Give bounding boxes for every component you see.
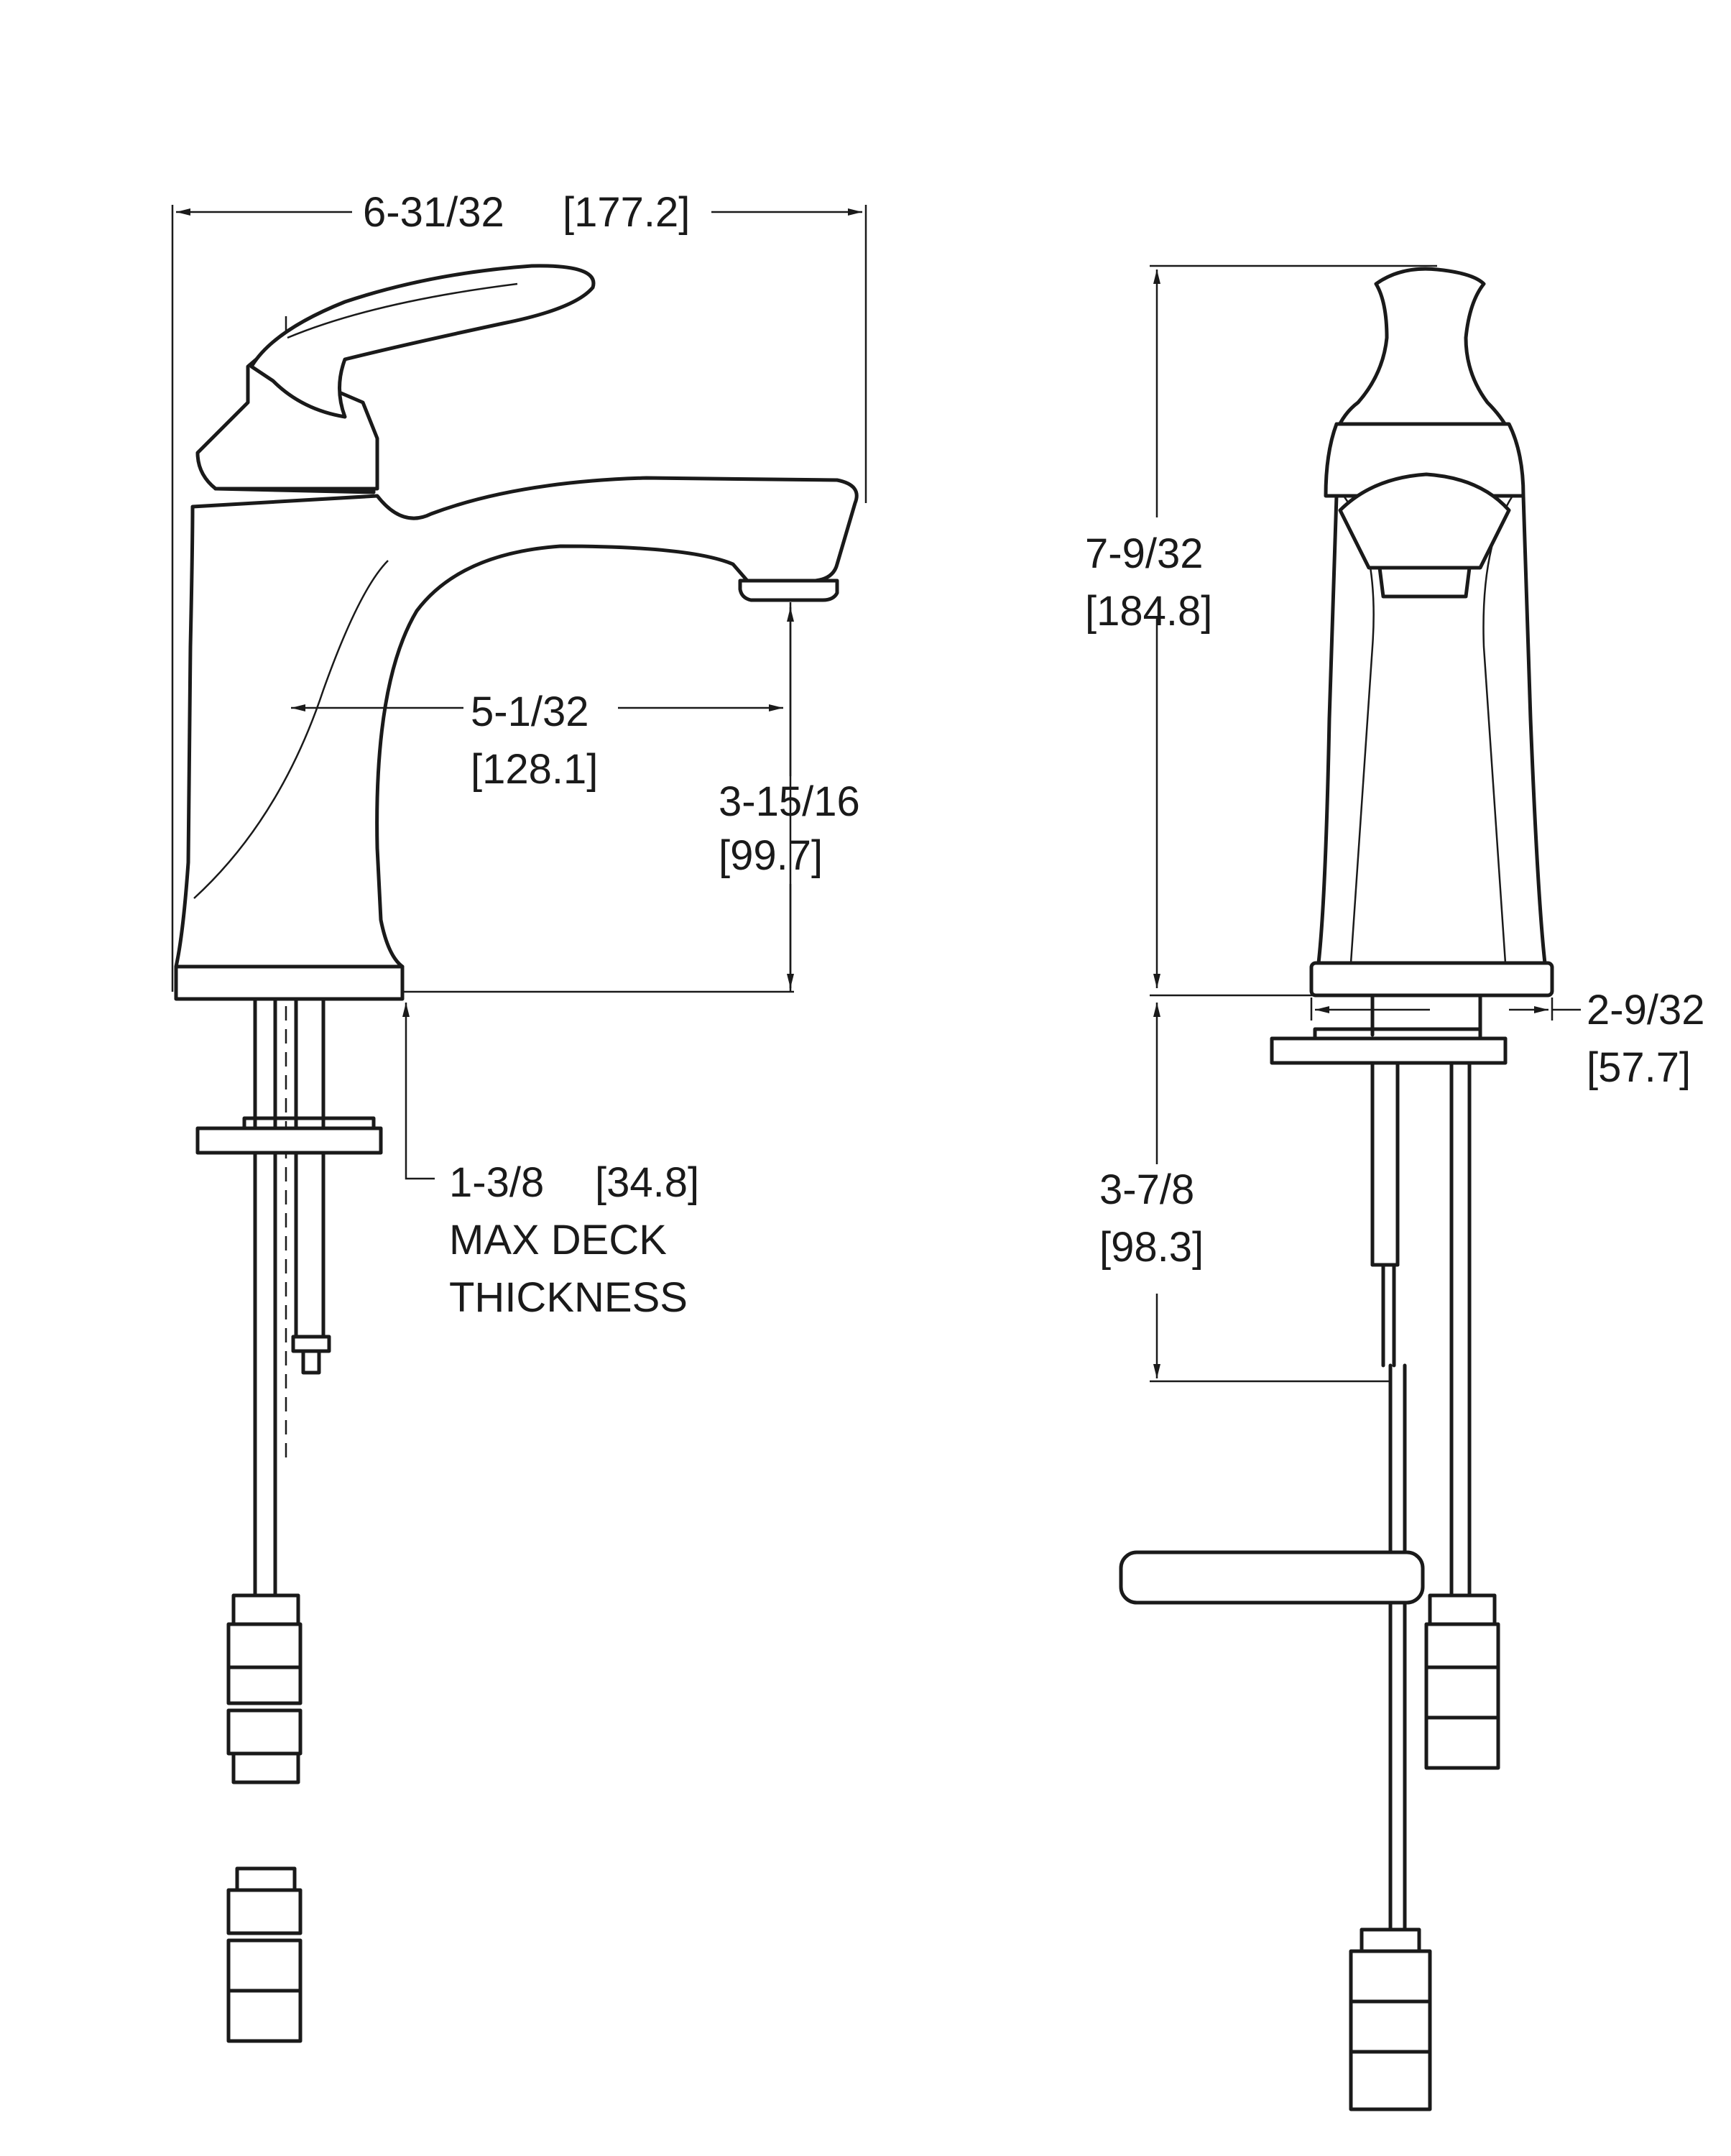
base-width-metric: [57.7] [1587,1044,1691,1091]
dimension-lines [171,205,1581,1383]
overall-width-imperial: 6-31/32 [363,189,504,236]
mounting-plate [195,1126,383,1155]
spout-front [1338,472,1511,570]
aerator [738,579,839,602]
spout-height-metric: [99.7] [719,832,823,879]
deck-thickness-imperial: 1-3/8 [449,1159,544,1206]
deck-thickness-note-1: MAX DECK [449,1217,667,1263]
base-plate [174,964,405,1001]
front-view [1119,267,1554,2111]
base-width-imperial: 2-9/32 [1587,987,1704,1033]
overall-height-metric: [184.8] [1085,588,1212,635]
spout-reach-imperial: 5-1/32 [471,688,588,735]
overall-width-metric: [177.2] [563,189,690,236]
aerator-front [1377,566,1472,599]
mounting-wrench [1119,1550,1425,1605]
dimension-labels: 6-31/32 [177.2] 5-1/32 [128.1] 3-15/16 [… [363,189,1704,1321]
deck-thickness-note-2: THICKNESS [449,1274,688,1321]
coupling-front [1428,1593,1497,1626]
deck-thickness-metric: [34.8] [595,1159,699,1206]
base-front [1309,961,1554,998]
overall-height-imperial: 7-9/32 [1085,530,1203,577]
shank-length-imperial: 3-7/8 [1099,1166,1194,1213]
coupling [231,1593,300,1626]
mounting-plate-front [1270,1036,1508,1065]
shank-length-metric: [98.3] [1099,1224,1204,1271]
lever-handle [249,264,596,419]
side-view [174,264,859,2043]
spout-body [174,476,859,994]
spout-reach-metric: [128.1] [471,746,598,793]
handle-knob [1334,267,1511,433]
spout-height-imperial: 3-15/16 [719,778,860,825]
